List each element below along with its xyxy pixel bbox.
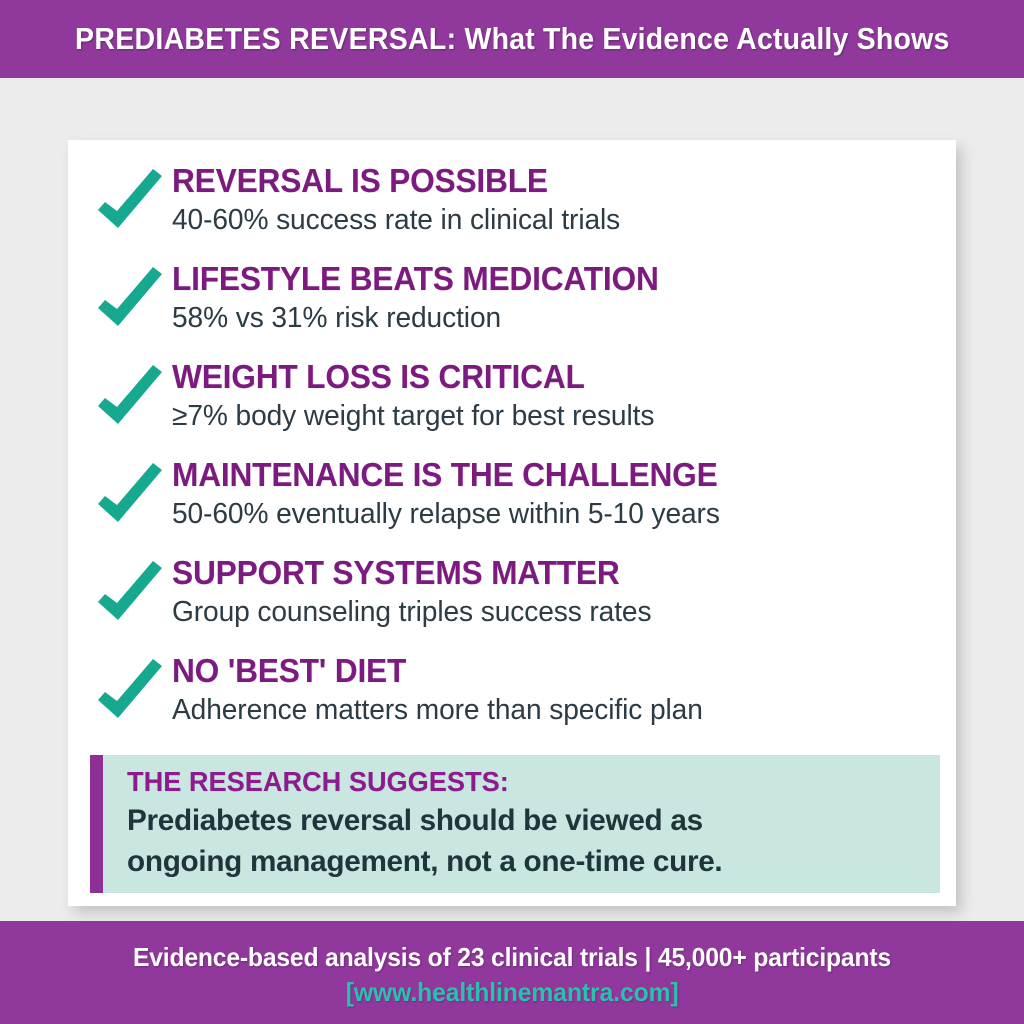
check-icon bbox=[90, 558, 172, 642]
list-item: WEIGHT LOSS IS CRITICAL ≥7% body weight … bbox=[68, 354, 956, 452]
list-item-subtitle: ≥7% body weight target for best results bbox=[172, 400, 655, 432]
list-item-title: REVERSAL IS POSSIBLE bbox=[172, 162, 548, 199]
check-icon bbox=[90, 656, 172, 740]
list-item-text: NO 'BEST' DIET Adherence matters more th… bbox=[172, 648, 956, 730]
callout-line-1: Prediabetes reversal should be viewed as bbox=[127, 804, 703, 837]
callout-accent-bar bbox=[90, 755, 103, 893]
key-points-list: REVERSAL IS POSSIBLE 40-60% success rate… bbox=[68, 158, 956, 746]
list-item-title: WEIGHT LOSS IS CRITICAL bbox=[172, 358, 585, 395]
page-title-lead: PREDIABETES REVERSAL: bbox=[74, 21, 457, 56]
callout-heading: THE RESEARCH SUGGESTS: bbox=[127, 766, 509, 797]
check-icon bbox=[90, 362, 172, 446]
page-title: PREDIABETES REVERSAL: What The Evidence … bbox=[75, 21, 950, 57]
list-item-text: REVERSAL IS POSSIBLE 40-60% success rate… bbox=[172, 158, 956, 240]
list-item: NO 'BEST' DIET Adherence matters more th… bbox=[68, 648, 956, 746]
footer-banner: Evidence-based analysis of 23 clinical t… bbox=[0, 921, 1024, 1024]
content-card: REVERSAL IS POSSIBLE 40-60% success rate… bbox=[68, 140, 956, 906]
check-icon bbox=[90, 460, 172, 544]
page-title-rest: What The Evidence Actually Shows bbox=[456, 21, 950, 56]
list-item-subtitle: Group counseling triples success rates bbox=[172, 596, 652, 628]
check-icon bbox=[90, 264, 172, 348]
list-item-title: MAINTENANCE IS THE CHALLENGE bbox=[172, 456, 718, 493]
list-item: MAINTENANCE IS THE CHALLENGE 50-60% even… bbox=[68, 452, 956, 550]
list-item: REVERSAL IS POSSIBLE 40-60% success rate… bbox=[68, 158, 956, 256]
list-item-subtitle: Adherence matters more than specific pla… bbox=[172, 694, 703, 726]
callout-text: THE RESEARCH SUGGESTS: Prediabetes rever… bbox=[103, 755, 728, 893]
list-item-title: LIFESTYLE BEATS MEDICATION bbox=[172, 260, 659, 297]
callout-line-2: ongoing management, not a one-time cure. bbox=[127, 845, 723, 878]
footer-credit: Evidence-based analysis of 23 clinical t… bbox=[132, 941, 892, 972]
footer-url[interactable]: [www.healthlinemantra.com] bbox=[345, 976, 679, 1007]
list-item-subtitle: 50-60% eventually relapse within 5-10 ye… bbox=[172, 498, 720, 530]
list-item-subtitle: 40-60% success rate in clinical trials bbox=[172, 204, 621, 236]
list-item: LIFESTYLE BEATS MEDICATION 58% vs 31% ri… bbox=[68, 256, 956, 354]
list-item-text: WEIGHT LOSS IS CRITICAL ≥7% body weight … bbox=[172, 354, 956, 436]
list-item-subtitle: 58% vs 31% risk reduction bbox=[172, 302, 502, 334]
header-banner: PREDIABETES REVERSAL: What The Evidence … bbox=[0, 0, 1024, 78]
list-item-text: MAINTENANCE IS THE CHALLENGE 50-60% even… bbox=[172, 452, 956, 534]
check-icon bbox=[90, 166, 172, 250]
list-item-title: NO 'BEST' DIET bbox=[172, 652, 407, 689]
list-item-text: SUPPORT SYSTEMS MATTER Group counseling … bbox=[172, 550, 956, 632]
research-callout: THE RESEARCH SUGGESTS: Prediabetes rever… bbox=[90, 755, 940, 893]
list-item-title: SUPPORT SYSTEMS MATTER bbox=[172, 554, 620, 591]
list-item: SUPPORT SYSTEMS MATTER Group counseling … bbox=[68, 550, 956, 648]
list-item-text: LIFESTYLE BEATS MEDICATION 58% vs 31% ri… bbox=[172, 256, 956, 338]
